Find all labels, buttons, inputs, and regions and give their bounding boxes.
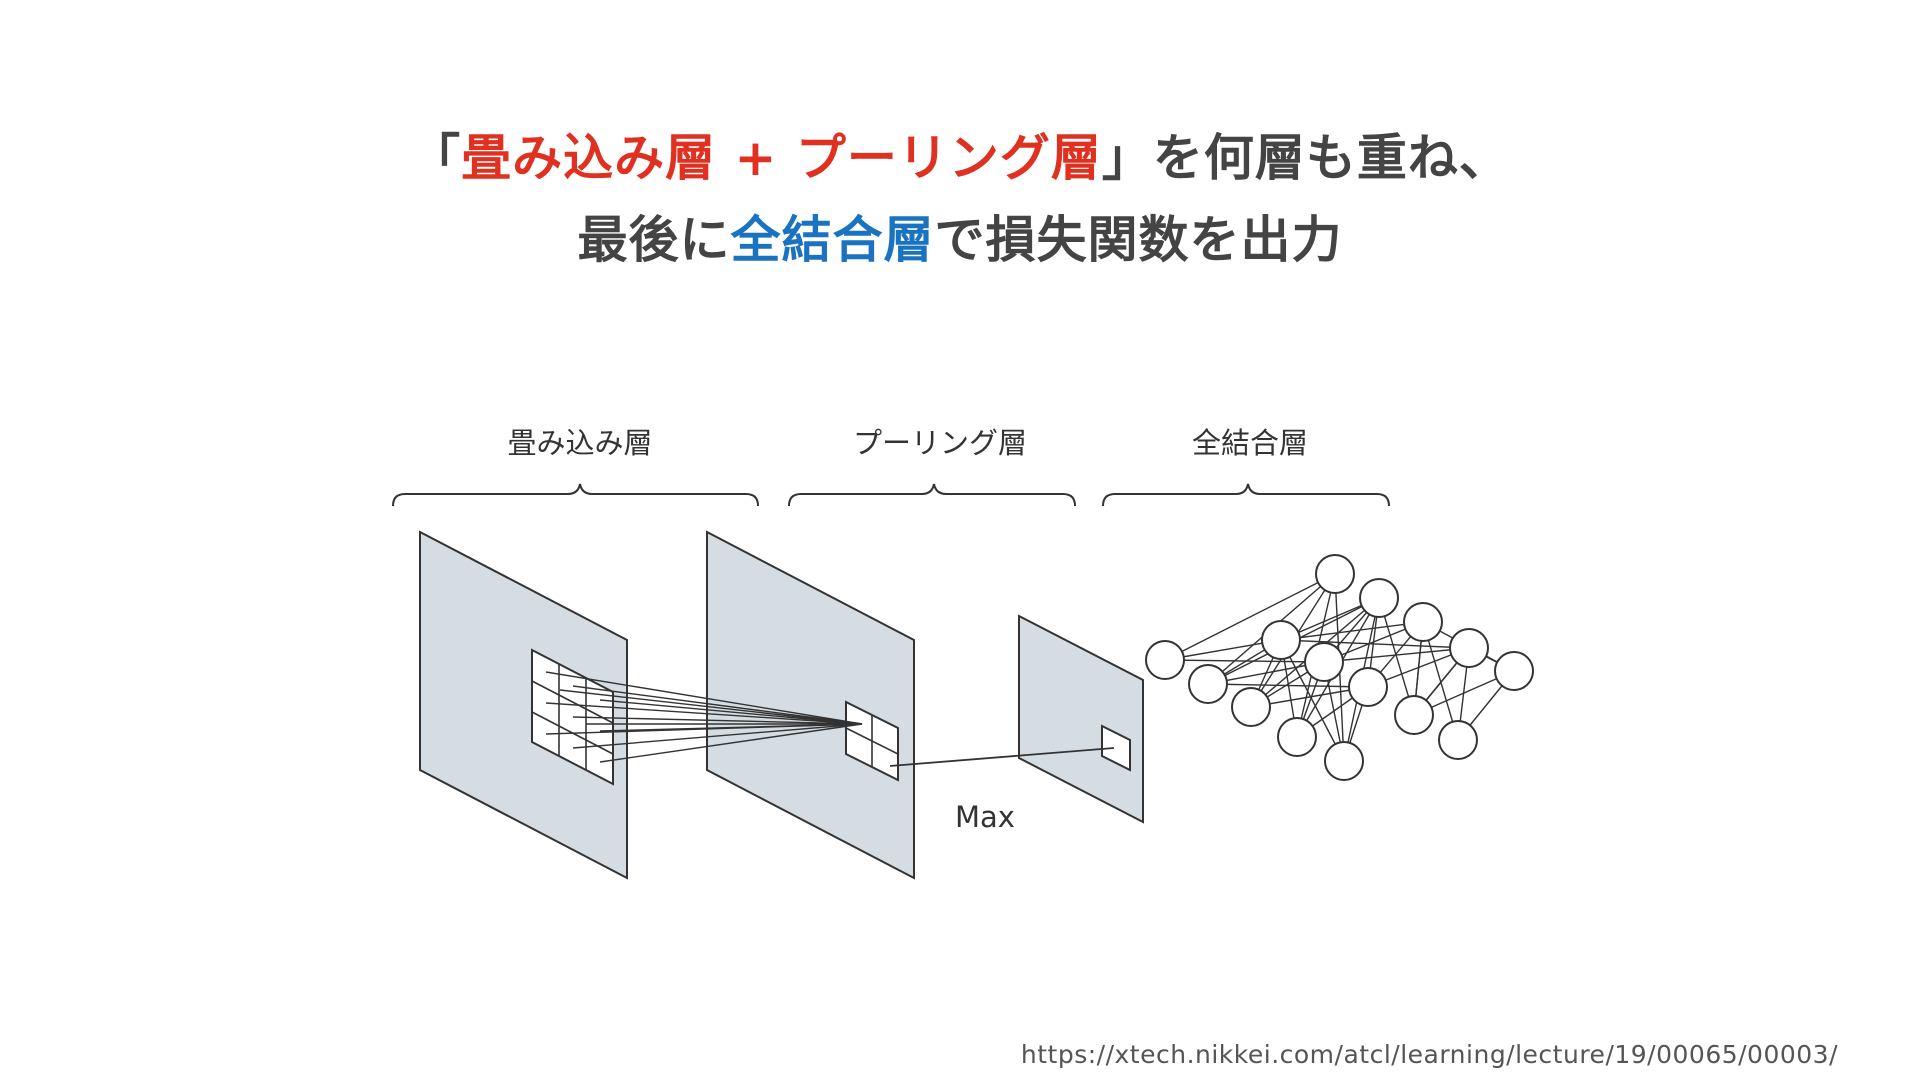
pool-layer-label: プーリング層 xyxy=(852,426,1027,460)
fc-layer-label: 全結合層 xyxy=(1191,426,1308,460)
headline-open-bracket: 「 xyxy=(410,129,462,187)
fc-edge xyxy=(1164,573,1336,661)
max-connection xyxy=(889,747,1115,767)
fc-node xyxy=(1449,628,1489,668)
fc-edge xyxy=(1164,659,1325,663)
fc-node xyxy=(1438,720,1478,760)
pool-plane xyxy=(1018,614,1144,824)
fc-node xyxy=(1359,578,1399,618)
fc-node xyxy=(1145,640,1185,680)
conv-connections xyxy=(545,671,863,763)
input-plane xyxy=(419,530,628,880)
fc-node xyxy=(1403,602,1443,642)
pool-brace xyxy=(788,483,1076,507)
fc-node xyxy=(1324,741,1364,781)
headline-line-1: 「畳み込み層 + プーリング層」を何層も重ね、 xyxy=(0,118,1920,190)
conv-layer-label: 畳み込み層 xyxy=(507,426,653,460)
fc-node xyxy=(1261,620,1301,660)
headline-conv-layer: 畳み込み層 xyxy=(461,129,717,187)
fc-node xyxy=(1188,664,1228,704)
fc-edge xyxy=(1280,621,1424,641)
headline-line-2: 最後に全結合層で損失関数を出力 xyxy=(0,200,1920,272)
fc-node xyxy=(1304,642,1344,682)
fc-nodes xyxy=(1145,554,1534,781)
headline-pool-layer: プーリング層 xyxy=(795,129,1102,187)
fc-node xyxy=(1348,667,1388,707)
fc-edge xyxy=(1280,639,1470,649)
headline-plus: + xyxy=(716,129,796,187)
fc-edge xyxy=(1378,597,1415,716)
fc-node xyxy=(1494,651,1534,691)
fc-node xyxy=(1394,695,1434,735)
headline-rest-2: で損失関数を出力 xyxy=(934,211,1343,269)
filter-window xyxy=(531,648,614,786)
conv-plane xyxy=(706,530,915,880)
fc-node xyxy=(1277,717,1317,757)
fc-node xyxy=(1315,554,1355,594)
conv-brace xyxy=(392,483,759,507)
headline-rest-1: 」を何層も重ね、 xyxy=(1101,129,1510,187)
pooled-cell xyxy=(1101,724,1131,772)
fc-node xyxy=(1231,687,1271,727)
braces xyxy=(392,483,1390,507)
fc-brace xyxy=(1102,483,1390,507)
source-url: https://xtech.nikkei.com/atcl/learning/l… xyxy=(1020,1040,1838,1069)
fc-edge xyxy=(1422,621,1459,741)
headline-fc-layer: 全結合層 xyxy=(730,211,935,269)
headline-lead: 最後に xyxy=(577,211,731,269)
pool-window xyxy=(845,700,899,782)
max-label: Max xyxy=(955,800,1015,834)
fc-edge xyxy=(1280,639,1345,762)
